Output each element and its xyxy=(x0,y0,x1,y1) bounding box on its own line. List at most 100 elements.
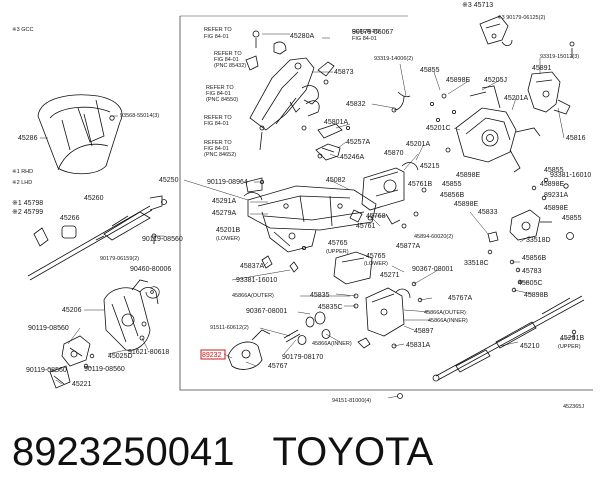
part-label-45798: ※1 45798 xyxy=(12,200,43,207)
part-label-90367-08001-b: 90367-08001 xyxy=(246,308,287,315)
part-label-94151-81000: 94151-81000(4) xyxy=(332,398,371,404)
part-number-labels: ※3 45713※3 90179-06125(2)45280A90179-060… xyxy=(12,2,591,404)
legend-lhd: ※2 LHD xyxy=(12,179,32,186)
part-label-93319-14006: 93319-14006(2) xyxy=(374,56,413,62)
part-label-45831A: 45831A xyxy=(406,342,430,349)
part-label-45280A: 45280A xyxy=(290,33,314,40)
lower-column-housing-drawing xyxy=(49,279,159,389)
upper-housing-drawing xyxy=(349,162,427,229)
part-label-90119-08964: 90119-08964 xyxy=(207,179,248,186)
part-label-45082: 45082 xyxy=(326,177,346,184)
upper-column-drawing xyxy=(245,30,335,151)
part-label-93319-15012: 93319-15012(3) xyxy=(540,54,579,60)
part-label-45201B-upper: 45201B xyxy=(560,335,584,342)
upper-bracket-drawing xyxy=(429,85,541,173)
part-label-45866A-inner: 45866A(INNER) xyxy=(312,341,352,347)
brand-name: TOYOTA xyxy=(272,430,434,474)
footer-caption: 8923250041 TOYOTA xyxy=(12,430,433,475)
part-label-45266: 45266 xyxy=(60,215,80,222)
lock-assembly-drawing xyxy=(333,251,423,349)
part-label-45206: 45206 xyxy=(62,307,82,314)
part-label-45870: 45870 xyxy=(384,150,404,157)
part-label-45835: 45835 xyxy=(310,292,330,299)
part-label-91511-60612: 91511-60612(2) xyxy=(210,325,249,331)
part-number-text: 8923250041 xyxy=(12,430,235,474)
part-label-45866A-outer-b: 45866A(OUTER) xyxy=(424,310,466,316)
part-label-45835C: 45835C xyxy=(318,304,343,311)
steering-column-cover-drawing xyxy=(37,94,123,175)
part-label-45894-60020: 45894-60020(2) xyxy=(414,234,453,240)
part-label-45221: 45221 xyxy=(72,381,92,388)
right-switch-drawing xyxy=(487,177,574,293)
part-label-90179-06125: ※3 90179-06125(2) xyxy=(497,14,546,21)
part-label-45898E-c: 45898E xyxy=(454,201,478,208)
part-label-45833: 45833 xyxy=(478,209,498,216)
part-label-45898E-a: 45898E xyxy=(456,172,480,179)
part-label-45210: 45210 xyxy=(520,343,540,350)
diagram-frame xyxy=(179,16,593,391)
part-label-91621-80618: 91621-80618 xyxy=(128,349,169,356)
part-label-93381-16010-r: 93381-16010 xyxy=(550,172,591,179)
part-label-93381-16010-l: 93381-16010 xyxy=(236,277,277,284)
tilt-lever-drawing xyxy=(479,15,575,115)
part-label-45250: 45250 xyxy=(159,177,179,184)
part-label-45856B-r: 45856B xyxy=(440,192,464,199)
part-label-45286: 45286 xyxy=(18,135,38,142)
part-label-45765-lower: 45765 xyxy=(366,253,386,260)
legend-gcc: ※3 GCC xyxy=(12,26,33,33)
part-label-45765-lower-note: (LOWER) xyxy=(364,261,388,267)
part-label-45898E-top: 45898E xyxy=(446,77,470,84)
part-label-90460-80006: 90460-80006 xyxy=(130,266,171,273)
lower-bushings-drawing xyxy=(227,311,403,399)
part-label-45891: 45891 xyxy=(532,65,552,72)
part-label-45855-b: 45855 xyxy=(442,181,462,188)
part-label-45898E-b: 45898E xyxy=(540,181,564,188)
part-label-45866A-outer: 45866A(OUTER) xyxy=(232,293,274,299)
part-label-45215: 45215 xyxy=(420,163,440,170)
part-label-90367-08001-a: 90367-08001 xyxy=(412,266,453,273)
part-label-45201B-lower: 45201B xyxy=(216,227,240,234)
part-label-45257A: 45257A xyxy=(346,139,370,146)
part-label-45025D: 45025D xyxy=(108,353,133,360)
part-label-45873: 45873 xyxy=(334,69,354,76)
part-label-45897: 45897 xyxy=(414,328,434,335)
part-label-90179-06067: 90179-06067 xyxy=(352,29,393,36)
part-label-33518C: 33518C xyxy=(464,260,489,267)
part-label-45855-mid: 45855 xyxy=(544,167,564,174)
part-label-89232: 89232 xyxy=(202,352,222,359)
part-label-45761: 45761 xyxy=(356,223,376,230)
part-label-45805C: 45805C xyxy=(518,280,543,287)
part-label-90119-08560-d: 90119-08560 xyxy=(84,366,125,373)
part-label-90119-08560-a: 90119-08560 xyxy=(142,236,183,243)
part-label-45816: 45816 xyxy=(566,135,586,142)
part-label-45201C: 45201C xyxy=(426,125,451,132)
part-label-45767: 45767 xyxy=(268,363,288,370)
part-label-45765-upper: 45765 xyxy=(328,240,348,247)
part-label-45768: 45768 xyxy=(366,213,386,220)
part-label-45205J: 45205J xyxy=(484,77,507,84)
part-label-45898B: 45898B xyxy=(524,292,548,299)
part-label-90119-08560-b: 90119-08560 xyxy=(28,325,69,332)
part-label-90119-08560-c: 90119-08560 xyxy=(26,367,67,374)
part-label-45856B-b: 45856B xyxy=(522,255,546,262)
part-label-45201B-upper-note: (UPPER) xyxy=(558,344,581,350)
part-label-45291A: 45291A xyxy=(212,198,236,205)
part-label-45279A: 45279A xyxy=(212,210,236,217)
part-label-45260: 45260 xyxy=(84,195,104,202)
part-label-45855-c: 45855 xyxy=(562,215,582,222)
leader-lines xyxy=(40,33,575,399)
part-label-45271: 45271 xyxy=(380,272,400,279)
part-label-45837A: 45837A xyxy=(240,263,264,270)
part-label-45801A: 45801A xyxy=(324,119,348,126)
figure-code: 452365J xyxy=(563,404,584,410)
part-label-45201A: 45201A xyxy=(504,95,528,102)
intermediate-shaft-drawing xyxy=(432,295,585,382)
part-label-45799: ※2 45799 xyxy=(12,209,43,216)
